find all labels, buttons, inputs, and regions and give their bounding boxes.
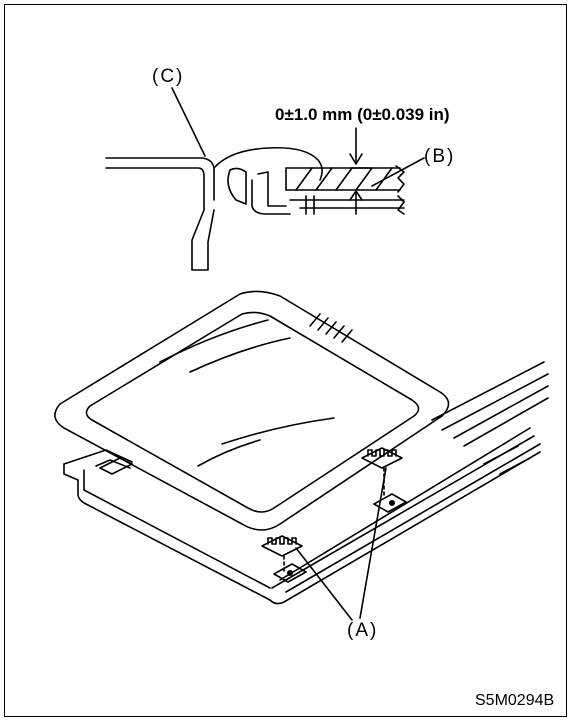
figure-frame <box>4 4 567 717</box>
seal-cross-section <box>105 87 425 271</box>
dimension-label: 0±1.0 mm (0±0.039 in) <box>275 105 450 124</box>
glass-panel <box>54 290 450 531</box>
callout-c: (C) <box>152 66 185 87</box>
bracket-front <box>261 535 307 583</box>
callout-b: (B) <box>424 146 456 167</box>
bracket-rear <box>361 447 407 513</box>
leader-a-rear <box>359 467 387 619</box>
callout-a: (A) <box>347 620 379 641</box>
roof-frame <box>63 361 549 605</box>
figure-code: S5M0294B <box>475 692 555 709</box>
leader-a-front <box>295 547 353 621</box>
